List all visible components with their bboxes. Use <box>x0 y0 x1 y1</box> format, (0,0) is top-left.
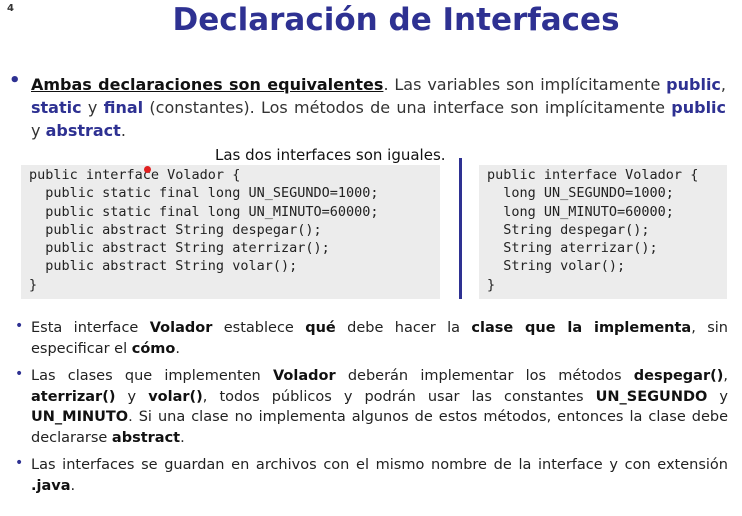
keyword-final: final <box>103 98 144 117</box>
slide-number: 4 <box>7 3 14 14</box>
text-span: debe hacer la <box>335 320 472 336</box>
annotation-note: Las dos interfaces son iguales. <box>215 146 448 164</box>
text-span: Esta interface <box>31 320 150 336</box>
text-span: . <box>70 477 76 494</box>
bold-term: clase que la implementa <box>471 320 692 336</box>
code-line: public abstract String aterrizar(); <box>29 240 330 257</box>
bold-term: abstract <box>111 429 181 446</box>
keyword-public: public <box>671 98 727 117</box>
bold-term: .java <box>31 477 71 494</box>
bold-term: UN_SEGUNDO <box>595 388 708 405</box>
text-span: , sin especificar el <box>31 320 728 357</box>
code-line: String aterrizar(); <box>487 240 658 257</box>
bullet-implementing-classes: Las clases que implementen Volador deber… <box>31 366 728 448</box>
code-block-short: public interface Volador { long UN_SEGUN… <box>479 165 727 299</box>
bold-term: cómo <box>131 340 176 357</box>
bullet-lead: Ambas declaraciones son equivalentes <box>31 75 384 94</box>
code-line: String despegar(); <box>487 221 650 238</box>
bold-term: Volador <box>272 368 336 384</box>
code-line: public static final long UN_MINUTO=60000… <box>29 203 379 220</box>
bullet-marker: • <box>15 455 24 471</box>
code-line: public abstract String despegar(); <box>29 221 322 238</box>
bullet-java-files: Las interfaces se guardan en archivos co… <box>31 455 728 496</box>
bold-term: Volador <box>149 320 213 336</box>
keyword-public: public <box>666 75 721 94</box>
text-span: . <box>120 121 126 140</box>
code-line: public static final long UN_SEGUNDO=1000… <box>29 185 379 202</box>
text-span: , <box>720 75 726 94</box>
text-span: (constantes). Los métodos de una interfa… <box>143 98 672 117</box>
text-span: establece <box>212 320 306 336</box>
bold-term: despegar() <box>633 368 724 384</box>
code-line: } <box>487 276 496 293</box>
bullet-marker: • <box>9 70 21 91</box>
text-span: deberán implementar los métodos <box>335 368 634 384</box>
text-span: , todos públicos y podrán usar las const… <box>202 388 596 405</box>
code-line: public abstract String volar(); <box>29 258 298 275</box>
text-span: y <box>81 98 104 117</box>
bold-term: UN_MINUTO <box>31 409 129 425</box>
text-span: y <box>707 388 728 405</box>
bullet-equivalence: Ambas declaraciones son equivalentes. La… <box>31 73 726 142</box>
slide-title: Declaración de Interfaces <box>172 2 620 38</box>
text-span: . Si una clase no implementa algunos de … <box>31 409 728 446</box>
code-line: long UN_MINUTO=60000; <box>487 203 674 220</box>
code-line: public interface Volador { <box>487 167 699 183</box>
code-line: } <box>29 276 38 293</box>
text-span: Las clases que implementen <box>31 368 273 384</box>
pointer-dot <box>144 166 151 173</box>
bold-term: qué <box>305 320 336 336</box>
code-line: String volar(); <box>487 258 626 275</box>
bullet-marker: • <box>15 318 24 334</box>
text-span: y <box>115 388 149 405</box>
keyword-abstract: abstract <box>45 121 121 140</box>
vertical-divider <box>459 158 462 299</box>
code-line: long UN_SEGUNDO=1000; <box>487 185 674 202</box>
text-span: y <box>31 121 46 140</box>
text-span: Las interfaces se guardan en archivos co… <box>31 457 728 473</box>
text-span: . <box>175 340 180 357</box>
code-block-full: public interface Volador { public static… <box>21 165 440 299</box>
text-span: . Las variables son implícitamente <box>383 75 667 94</box>
text-span: . <box>180 429 185 446</box>
bold-term: aterrizar() <box>31 388 116 405</box>
bullet-volador-contract: Esta interface Volador establece qué deb… <box>31 318 728 359</box>
code-line: public interface Volador { <box>29 167 241 183</box>
bold-term: volar() <box>148 388 203 405</box>
bullet-marker: • <box>15 366 24 382</box>
text-span: , <box>723 368 728 384</box>
keyword-static: static <box>31 98 82 117</box>
